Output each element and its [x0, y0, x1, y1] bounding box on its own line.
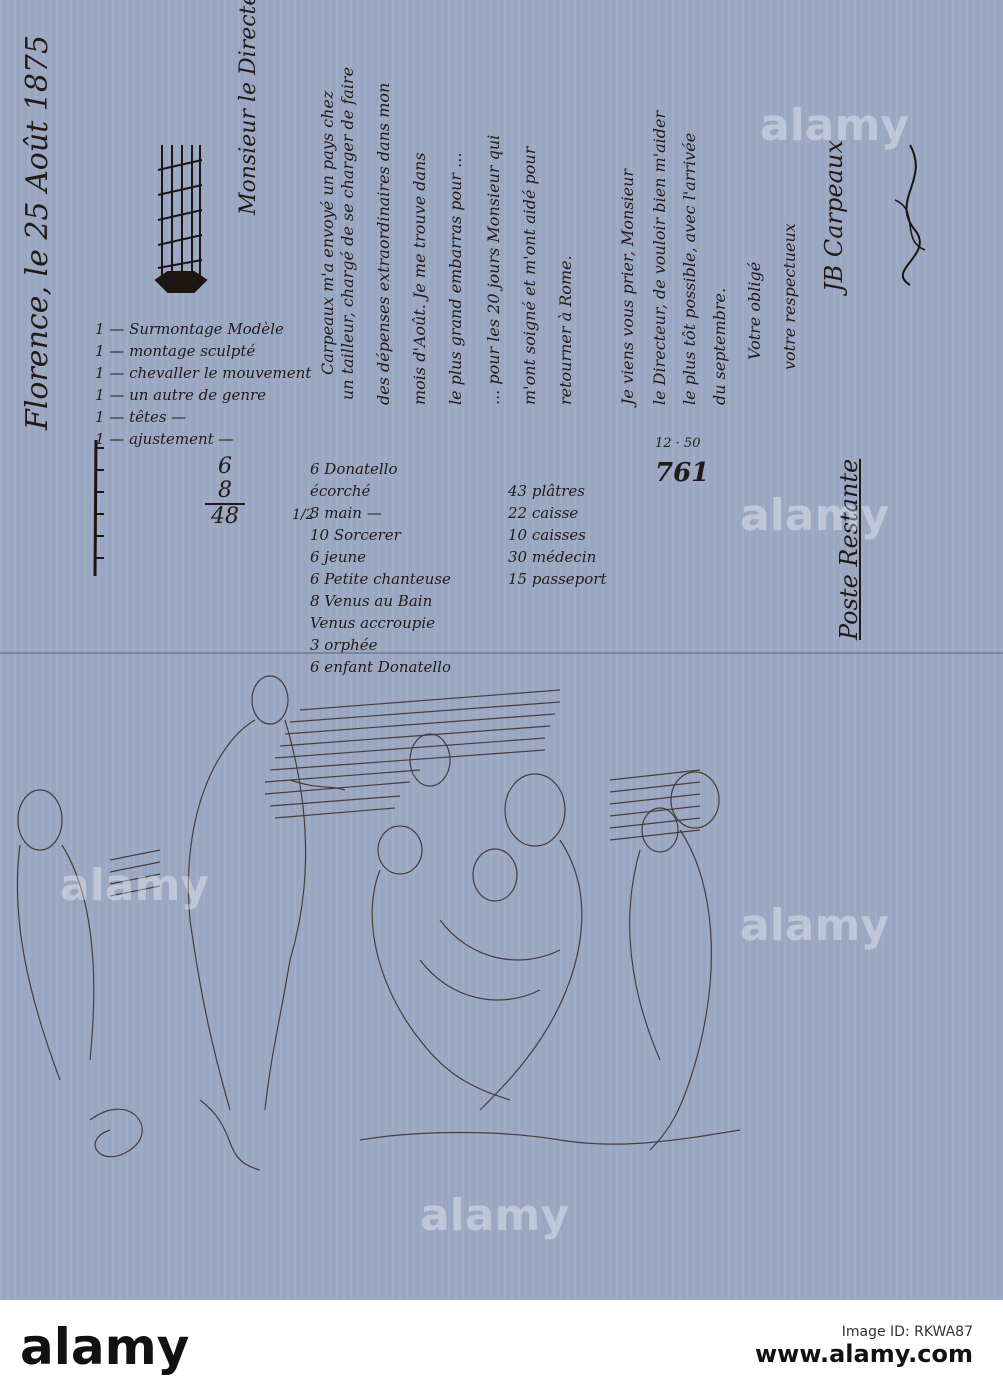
- alamy-logo: alamy: [20, 1318, 190, 1376]
- inventory-col-2: 43 plâtres 22 caisse 10 caisses 30 médec…: [508, 480, 607, 590]
- watermark: alamy: [60, 860, 209, 911]
- signature: JB Carpeaux: [820, 140, 848, 292]
- inventory-item: 6 Donatello: [310, 460, 398, 478]
- fold-line: [0, 652, 1003, 654]
- letter-sheet: Florence, le 25 Août 1875 Monsieur le Di…: [0, 0, 1003, 1300]
- letter-line: ... pour les 20 jours Monsieur qui: [484, 134, 503, 405]
- figure-small: 12 · 50: [655, 436, 701, 451]
- letter-line: du septembre.: [710, 287, 729, 405]
- site-url: www.alamy.com: [754, 1340, 973, 1368]
- list-item: 1 — ajustement —: [95, 430, 234, 448]
- letter-line: le plus grand embarras pour ...: [446, 152, 465, 405]
- letter-line: Je viens vous prier, Monsieur: [618, 168, 637, 405]
- list-dashes: [93, 440, 104, 577]
- letter-line: mois d'Août. Je me trouve dans: [410, 152, 429, 405]
- inventory-item: 10 caisses: [508, 526, 586, 544]
- inventory-item: 15 passeport: [508, 570, 607, 588]
- letter-line: Carpeaux m'a envoyé un pays chez: [318, 90, 337, 375]
- poste-restante: Poste Restante: [835, 458, 863, 640]
- inventory-item: Venus accroupie: [310, 614, 436, 632]
- tower-sketch-icon: [154, 145, 208, 293]
- calc-line: 8: [218, 478, 232, 503]
- closing-line: Votre obligé: [745, 261, 764, 360]
- inventory-item: 43 plâtres: [508, 482, 585, 500]
- date-line: Florence, le 25 Août 1875: [20, 34, 55, 430]
- letter-line: retourner à Rome.: [556, 255, 575, 405]
- inventory-item: 30 médecin: [508, 548, 597, 566]
- director-label: Monsieur le Directeur: [236, 0, 261, 215]
- image-info: Image ID: RKWA87 www.alamy.com: [755, 1324, 973, 1368]
- inventory-item: 3 orphée: [310, 636, 378, 654]
- watermark: alamy: [740, 900, 889, 951]
- left-list: 1 — Surmontage Modèle 1 — montage sculpt…: [95, 318, 311, 450]
- calc-line: 48: [205, 503, 245, 529]
- letter-line: le Directeur, de vouloir bien m'aider: [650, 110, 669, 405]
- letter-line: un tailleur, chargé de se charger de fai…: [338, 66, 357, 400]
- inventory-item: écorché: [310, 482, 371, 500]
- watermark: alamy: [740, 490, 889, 541]
- list-item: 1 — Surmontage Modèle: [95, 320, 284, 338]
- inventory-item: 3 main —: [310, 504, 382, 522]
- list-item: 1 — têtes —: [95, 408, 187, 426]
- list-item: 1 — chevaller le mouvement: [95, 364, 312, 382]
- signature-flourish-icon: [894, 144, 926, 286]
- image-id: Image ID: RKWA87: [841, 1324, 973, 1340]
- calculation: 6 8 48: [205, 455, 245, 529]
- calc-line: 6: [218, 454, 232, 479]
- watermark: alamy: [420, 1190, 569, 1241]
- closing-line: votre respectueux: [780, 223, 799, 370]
- inventory-item: 22 caisse: [508, 504, 579, 522]
- letter-line: des dépenses extraordinaires dans mon: [374, 82, 393, 405]
- inventory-item: 8 Venus au Bain: [310, 592, 433, 610]
- list-item: 1 — montage sculpté: [95, 342, 256, 360]
- figure-total: 761: [655, 458, 710, 488]
- footer-bar: alamy Image ID: RKWA87 www.alamy.com: [0, 1300, 1003, 1390]
- inventory-item: 6 Petite chanteuse: [310, 570, 451, 588]
- watermark: alamy: [760, 100, 909, 151]
- inventory-item: 6 enfant Donatello: [310, 658, 451, 676]
- letter-line: le plus tôt possible, avec l'arrivée: [680, 132, 699, 405]
- letter-line: m'ont soigné et m'ont aidé pour: [520, 146, 539, 405]
- figure-drawing: [16, 675, 741, 1171]
- inventory-item: 6 jeune: [310, 548, 367, 566]
- inventory-col-1: 6 Donatello écorché 3 main — 10 Sorcerer…: [310, 458, 451, 678]
- half-mark: 1/2: [292, 507, 315, 523]
- list-item: 1 — un autre de genre: [95, 386, 267, 404]
- inventory-item: 10 Sorcerer: [310, 526, 401, 544]
